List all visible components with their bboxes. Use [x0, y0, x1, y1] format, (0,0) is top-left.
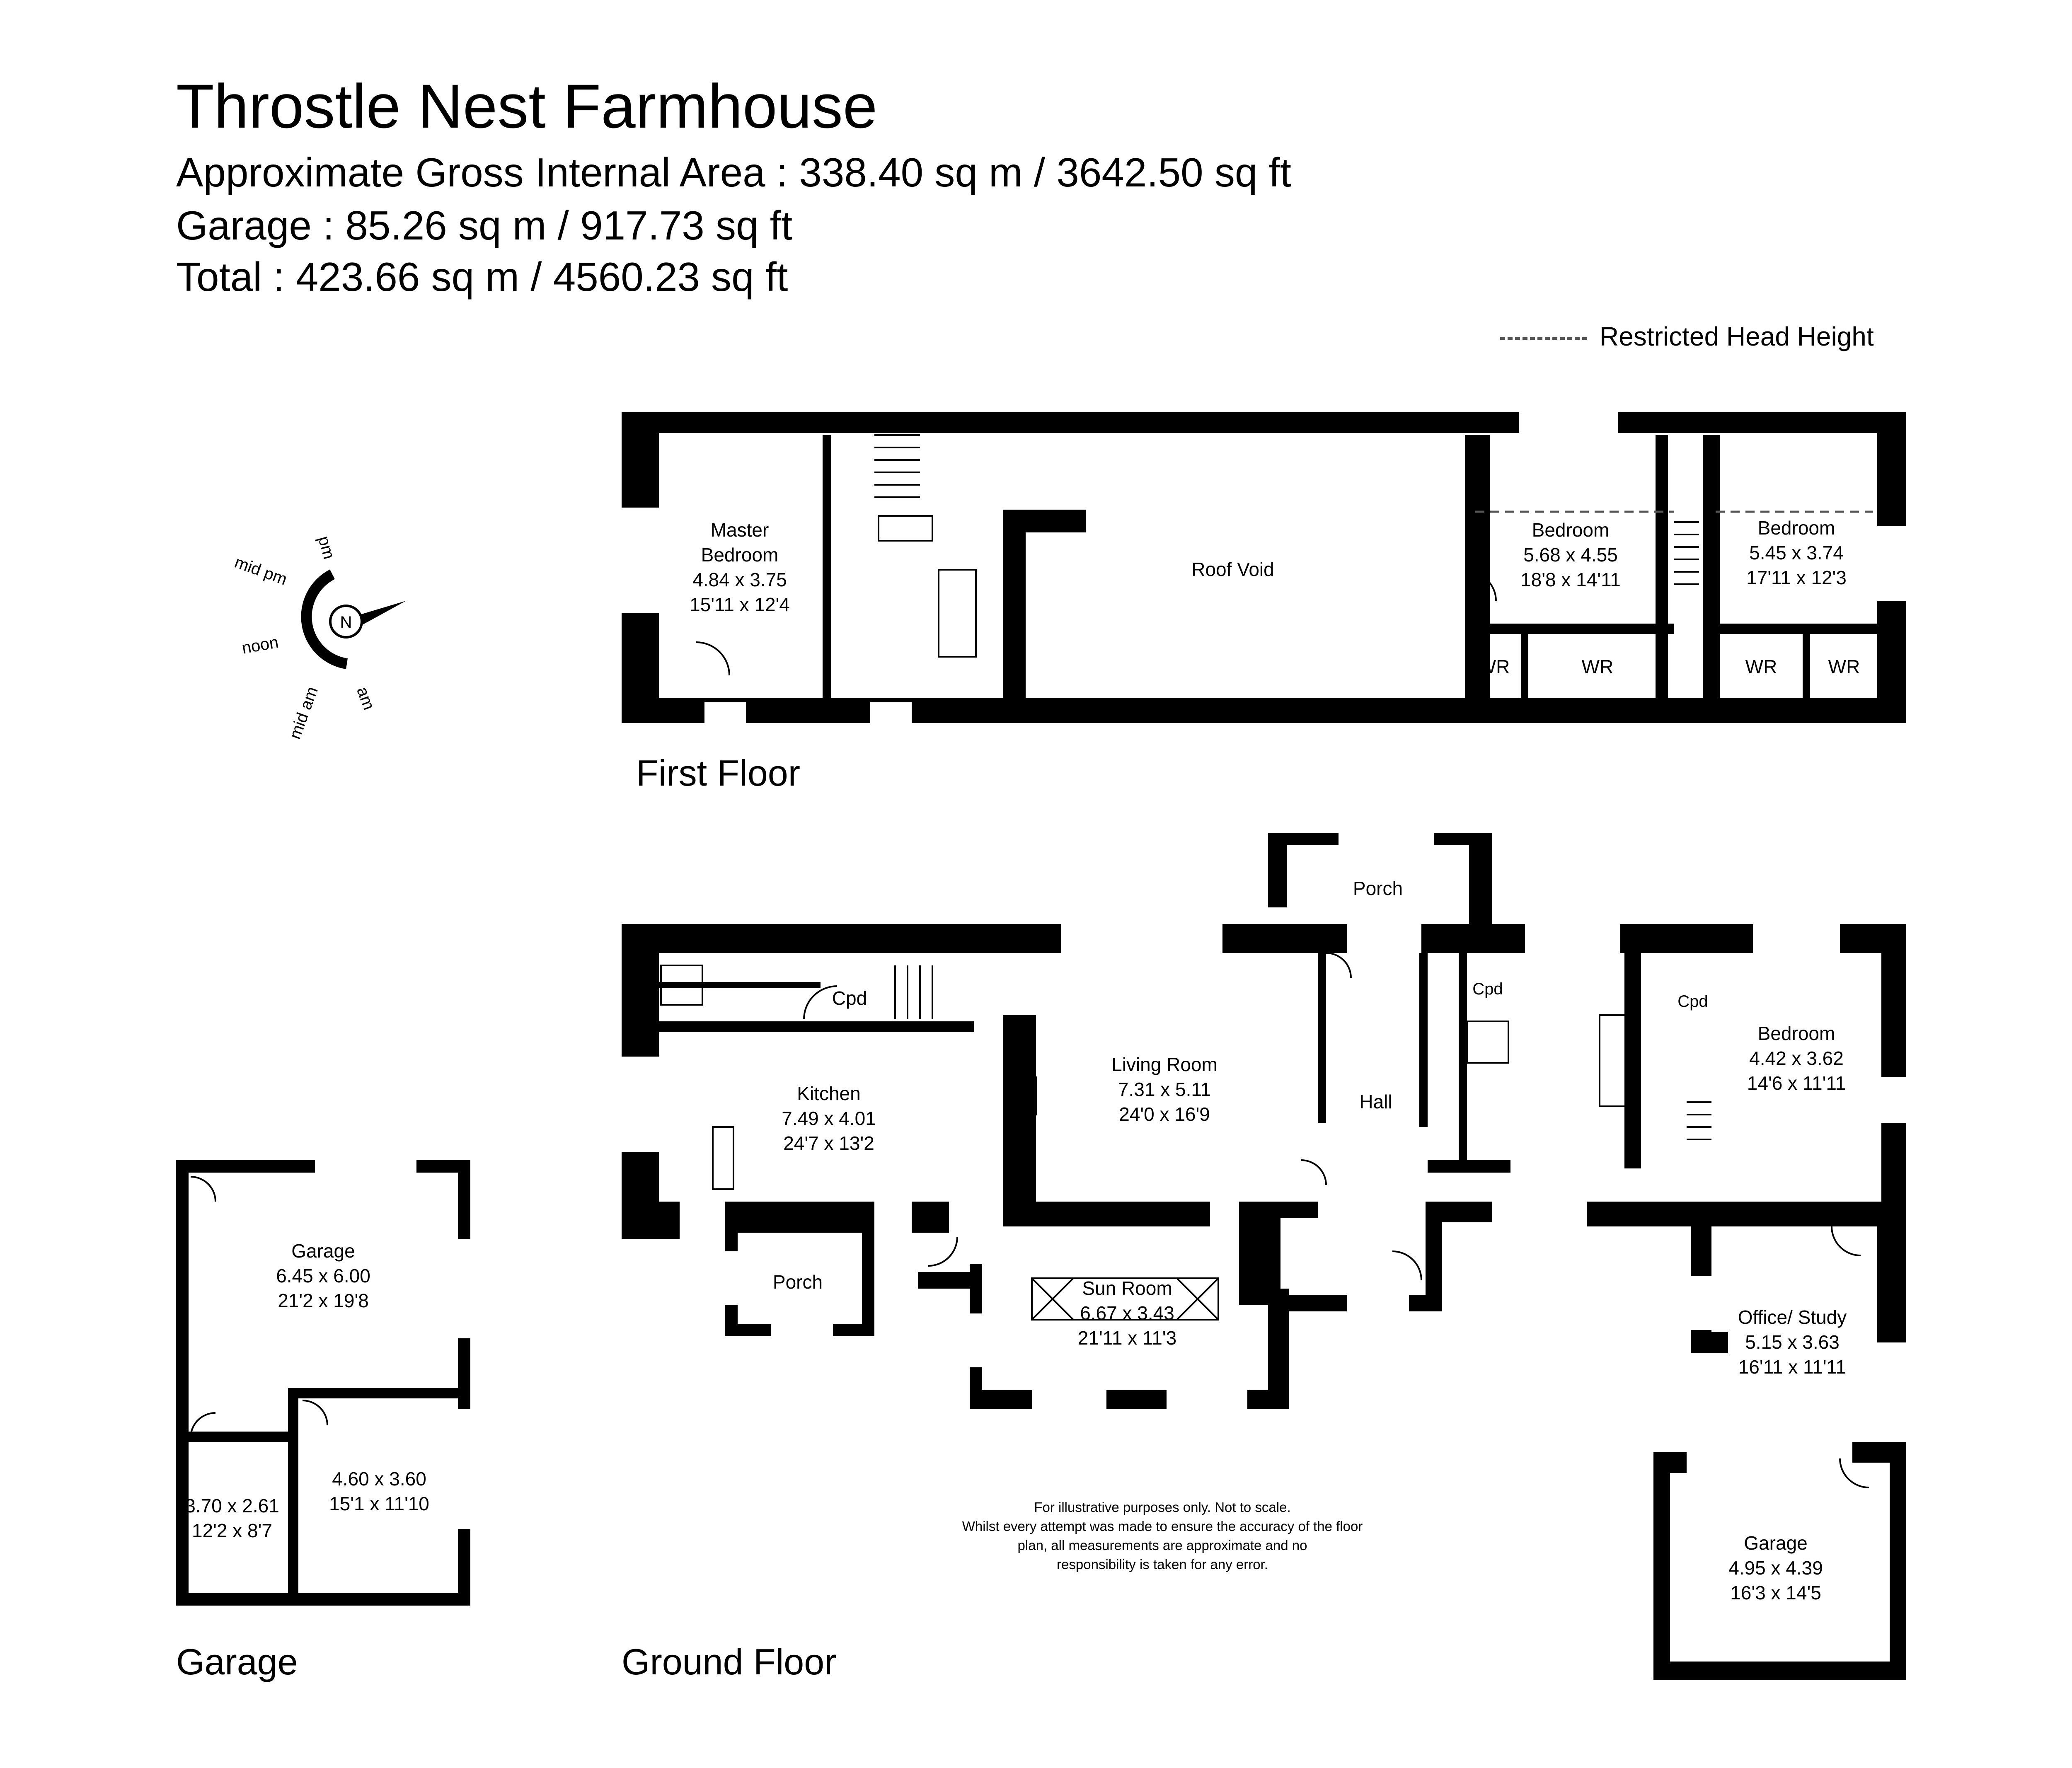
- room-size-metric: 4.42 x 3.62: [1749, 1047, 1844, 1069]
- room-wr: WR: [1828, 656, 1860, 677]
- room-office-study: Office/ Study 5.15 x 3.63 16'11 x 11'11: [1738, 1306, 1847, 1378]
- page-title: Throstle Nest Farmhouse: [176, 71, 878, 141]
- garage-area: Garage : 85.26 sq m / 917.73 sq ft: [176, 203, 793, 248]
- room-size-metric: 5.15 x 3.63: [1745, 1331, 1840, 1353]
- compass-mid-pm: mid pm: [232, 553, 289, 589]
- room-bedroom-first-1: Bedroom 5.68 x 4.55 18'8 x 14'11: [1520, 519, 1621, 590]
- room-name: Sun Room: [1082, 1277, 1172, 1299]
- compass-mid-am: mid am: [286, 684, 322, 741]
- room-name: Garage: [291, 1240, 355, 1262]
- room-hall: Hall: [1359, 1091, 1392, 1113]
- compass-noon: noon: [240, 633, 280, 658]
- room-sun-room: Sun Room 6.67 x 3.43 21'11 x 11'3: [1078, 1277, 1176, 1349]
- room-size-imperial: 12'2 x 8'7: [192, 1520, 272, 1541]
- room-name: Bedroom: [1532, 519, 1610, 541]
- compass-icon: N pm mid pm noon mid am am: [232, 534, 406, 742]
- room-size-metric: 7.49 x 4.01: [782, 1108, 876, 1129]
- dashed-line-icon: [1500, 337, 1587, 340]
- floor-label-first: First Floor: [636, 752, 800, 793]
- room-kitchen: Kitchen 7.49 x 4.01 24'7 x 13'2: [782, 1083, 876, 1154]
- total-area: Total : 423.66 sq m / 4560.23 sq ft: [176, 254, 788, 300]
- compass-north: N: [340, 613, 352, 631]
- room-wr: WR: [1478, 656, 1510, 677]
- disclaimer-line: plan, all measurements are approximate a…: [1017, 1538, 1307, 1553]
- room-size-metric: 6.67 x 3.43: [1080, 1302, 1174, 1324]
- room-garage-mid: 4.60 x 3.60 15'1 x 11'10: [329, 1468, 429, 1514]
- room-size-metric: 6.45 x 6.00: [276, 1265, 370, 1287]
- floor-label-garage: Garage: [176, 1641, 298, 1682]
- disclaimer: For illustrative purposes only. Not to s…: [924, 1498, 1401, 1574]
- room-size-imperial: 15'1 x 11'10: [329, 1493, 429, 1514]
- room-size-imperial: 17'11 x 12'3: [1746, 567, 1847, 588]
- room-size-imperial: 16'11 x 11'11: [1738, 1356, 1847, 1378]
- room-master-bedroom: Master Bedroom 4.84 x 3.75 15'11 x 12'4: [690, 519, 790, 615]
- disclaimer-line: Whilst every attempt was made to ensure …: [962, 1519, 1363, 1534]
- room-size-imperial: 16'3 x 14'5: [1730, 1582, 1821, 1604]
- room-bedroom-ground: Bedroom 4.42 x 3.62 14'6 x 11'11: [1747, 1023, 1846, 1094]
- room-porch-left: Porch: [773, 1271, 823, 1293]
- room-size-imperial: 21'11 x 11'3: [1078, 1327, 1176, 1349]
- room-porch-top: Porch: [1353, 878, 1403, 899]
- room-size-imperial: 24'0 x 16'9: [1119, 1103, 1210, 1125]
- room-size-metric: 4.84 x 3.75: [692, 569, 787, 590]
- room-size-metric: 4.95 x 4.39: [1728, 1557, 1823, 1579]
- room-wr: WR: [1745, 656, 1777, 677]
- room-size-imperial: 15'11 x 12'4: [690, 594, 790, 615]
- room-living-room: Living Room 7.31 x 5.11 24'0 x 16'9: [1111, 1054, 1218, 1125]
- room-bedroom-first-2: Bedroom 5.45 x 3.74 17'11 x 12'3: [1746, 517, 1847, 588]
- room-size-metric: 3.70 x 2.61: [185, 1495, 279, 1516]
- room-name: Living Room: [1111, 1054, 1218, 1075]
- gross-internal-area: Approximate Gross Internal Area : 338.40…: [176, 150, 1292, 195]
- room-name: Bedroom: [701, 544, 779, 566]
- floor-label-ground: Ground Floor: [622, 1641, 837, 1682]
- legend-label: Restricted Head Height: [1600, 322, 1874, 351]
- room-size-metric: 5.45 x 3.74: [1749, 542, 1844, 564]
- room-name: Garage: [1744, 1532, 1807, 1554]
- compass-am: am: [353, 684, 378, 712]
- room-roof-void: Roof Void: [1191, 559, 1274, 580]
- room-cpd-bath: Cpd: [1472, 980, 1503, 998]
- room-garage-right: Garage 4.95 x 4.39 16'3 x 14'5: [1728, 1532, 1823, 1604]
- room-size-metric: 4.60 x 3.60: [332, 1468, 426, 1490]
- room-name: Bedroom: [1758, 1023, 1835, 1044]
- room-cpd-kitchen: Cpd: [832, 987, 867, 1009]
- room-name: Kitchen: [797, 1083, 860, 1104]
- disclaimer-line: responsibility is taken for any error.: [1057, 1557, 1268, 1572]
- room-size-imperial: 18'8 x 14'11: [1520, 569, 1621, 590]
- room-name: Office/ Study: [1738, 1306, 1847, 1328]
- room-size-metric: 7.31 x 5.11: [1118, 1079, 1211, 1100]
- room-name: Bedroom: [1758, 517, 1835, 539]
- legend: Restricted Head Height: [1500, 321, 1874, 352]
- disclaimer-line: For illustrative purposes only. Not to s…: [1034, 1500, 1291, 1515]
- room-size-imperial: 21'2 x 19'8: [278, 1290, 369, 1311]
- compass-pm: pm: [315, 534, 338, 561]
- room-garage-small: 3.70 x 2.61 12'2 x 8'7: [185, 1495, 279, 1541]
- room-name: Master: [711, 519, 769, 541]
- room-size-imperial: 14'6 x 11'11: [1747, 1072, 1846, 1094]
- room-cpd-bed: Cpd: [1677, 992, 1708, 1011]
- room-garage-main: Garage 6.45 x 6.00 21'2 x 19'8: [276, 1240, 370, 1311]
- room-size-metric: 5.68 x 4.55: [1523, 544, 1618, 566]
- room-wr: WR: [1582, 656, 1614, 677]
- room-size-imperial: 24'7 x 13'2: [783, 1132, 874, 1154]
